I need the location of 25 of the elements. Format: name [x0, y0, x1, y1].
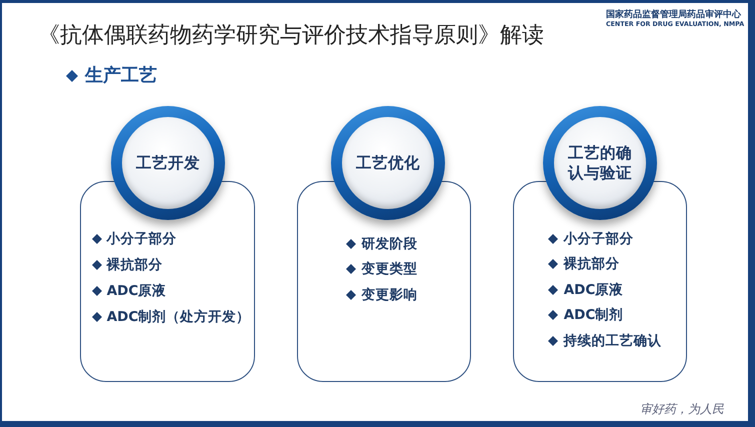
list-item: 小分子部分 [564, 230, 634, 249]
list-item: 持续的工艺确认 [564, 332, 662, 351]
list-item: ADC原液 [564, 280, 624, 300]
slogan-text: 审好药，为人民 [640, 401, 724, 417]
circle-badge [331, 106, 445, 220]
circle-heading: 工艺优化 [356, 153, 420, 173]
list-item: 裸抗部分 [106, 256, 163, 275]
list-item: ADC制剂（处方开发） [106, 308, 250, 327]
circle-badge [111, 106, 225, 220]
list-item: 小分子部分 [106, 230, 177, 249]
rounded-card [513, 181, 687, 382]
list-item: 研发阶段 [362, 234, 418, 254]
section-heading: 生产工艺 [85, 64, 157, 88]
list-item: 裸抗部分 [564, 255, 620, 274]
slide-title: 《抗体偶联药物药学研究与评价技术指导原则》解读 [38, 22, 544, 50]
circle-heading: 工艺开发 [136, 153, 200, 173]
list-item: ADC原液 [106, 282, 166, 301]
circle-badge [543, 106, 657, 220]
circle-heading: 工艺的确认与验证 [566, 143, 633, 183]
list-item: 变更类型 [362, 260, 418, 280]
list-item: ADC制剂 [564, 306, 624, 326]
rounded-card [297, 181, 471, 382]
organization-name: 国家药品监督管理局药品审评中心 [606, 9, 741, 21]
list-item: 变更影响 [362, 286, 418, 305]
rounded-card [80, 181, 255, 382]
